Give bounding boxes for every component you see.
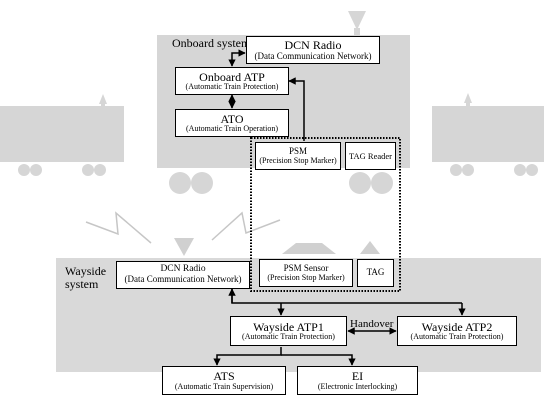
psm-sensor-box: PSM Sensor (Precision Stop Marker) <box>259 259 353 287</box>
ei-subtitle: (Electronic Interlocking) <box>317 381 398 391</box>
wayside-atp1-title: Wayside ATP1 <box>253 319 324 334</box>
connector-dcn-wayside-trunk <box>231 287 462 304</box>
wayside-atp2-title: Wayside ATP2 <box>421 319 493 334</box>
dcn-radio-onboard-box: DCN Radio (Data Communication Network) <box>246 36 380 64</box>
connector-psm-atp <box>288 77 305 141</box>
ato-box: ATO (Automatic Train Operation) <box>175 109 289 137</box>
wireless-link-left <box>85 211 152 244</box>
ats-title: ATS <box>213 369 235 383</box>
tag-reader-box: TAG Reader <box>345 142 396 170</box>
wayside-atp2-subtitle: (Automatic Train Protection) <box>410 332 504 342</box>
left-car-antenna <box>99 94 107 104</box>
tag-reader-title: TAG Reader <box>349 150 392 161</box>
tag-trackside-shape <box>360 241 380 254</box>
psm-box: PSM (Precision Stop Marker) <box>255 142 341 170</box>
onboard-atp-box: Onboard ATP (Automatic Train Protection) <box>175 67 289 95</box>
handover-label: Handover <box>350 318 394 330</box>
ato-subtitle: (Automatic Train Operation) <box>186 124 278 134</box>
dcn-radio-onboard-title: DCN Radio <box>284 37 342 52</box>
wayside-atp1-subtitle: (Automatic Train Protection) <box>242 332 335 342</box>
wayside-antenna <box>174 238 194 256</box>
ats-box: ATS (Automatic Train Supervision) <box>162 366 286 395</box>
psm-trackside-shape <box>282 243 336 254</box>
dcn-radio-wayside-subtitle: (Data Communication Network) <box>124 274 242 285</box>
right-car-antenna <box>464 93 472 103</box>
left-train-car <box>0 94 124 176</box>
connector-atp1-ats <box>213 347 282 366</box>
connector-atp-dcn-onboard <box>228 49 246 67</box>
wireless-link-right <box>211 211 281 241</box>
center-car-antenna <box>348 11 366 30</box>
tag-title: TAG <box>366 267 385 278</box>
psm-sensor-title: PSM Sensor <box>283 263 329 274</box>
psm-subtitle: (Precision Stop Marker) <box>259 155 337 165</box>
psm-group-border <box>250 137 401 292</box>
wireless-links <box>85 211 281 244</box>
right-train-car <box>432 93 544 176</box>
dcn-radio-wayside-box: DCN Radio (Data Communication Network) <box>116 261 250 289</box>
connector-atp1-ei <box>281 354 356 366</box>
tag-box: TAG <box>357 259 394 287</box>
ats-subtitle: (Automatic Train Supervision) <box>174 381 274 391</box>
ei-box: EI (Electronic Interlocking) <box>297 366 418 395</box>
ei-title: EI <box>351 369 364 383</box>
onboard-system-label: Onboard system <box>172 36 251 50</box>
dcn-radio-wayside-title: DCN Radio <box>160 264 206 275</box>
psm-title: PSM <box>288 146 307 157</box>
onboard-atp-title: Onboard ATP <box>199 69 265 84</box>
wayside-atp1-box: Wayside ATP1 (Automatic Train Protection… <box>230 316 347 346</box>
psm-sensor-subtitle: (Precision Stop Marker) <box>267 272 345 282</box>
wayside-atp2-box: Wayside ATP2 (Automatic Train Protection… <box>397 316 517 346</box>
dcn-radio-onboard-subtitle: (Data Communication Network) <box>254 50 372 61</box>
onboard-atp-subtitle: (Automatic Train Protection) <box>185 82 279 92</box>
ato-title: ATO <box>220 111 244 126</box>
wayside-system-label: Wayside system <box>65 264 107 292</box>
